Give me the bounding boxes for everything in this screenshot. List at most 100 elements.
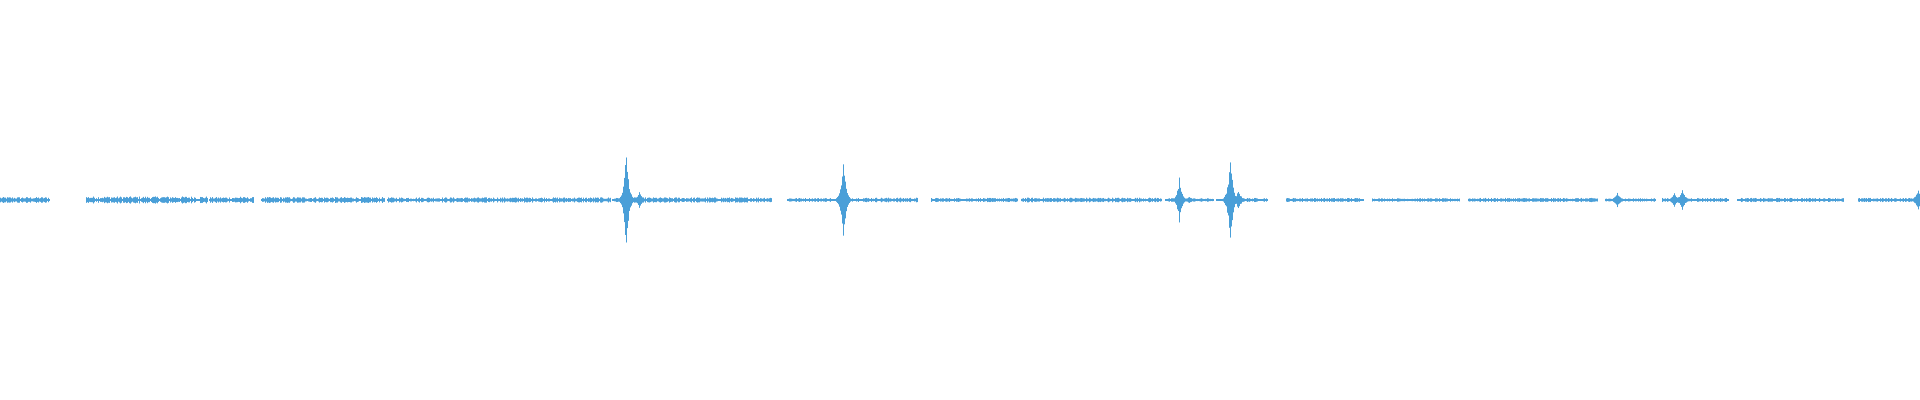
waveform-bar (888, 197, 889, 203)
waveform-bar (1012, 198, 1013, 202)
waveform-bar (1546, 198, 1547, 202)
waveform-bar (1484, 198, 1485, 202)
waveform-bar (1516, 199, 1517, 201)
waveform-bar (748, 199, 749, 201)
waveform-bar (937, 198, 938, 202)
waveform-bar (1111, 199, 1112, 201)
waveform-bar (787, 199, 788, 201)
waveform-bar (1688, 198, 1689, 202)
waveform-bar (1286, 198, 1287, 202)
waveform-bar (1623, 199, 1624, 201)
waveform-bar (1301, 198, 1302, 202)
waveform-bar (389, 198, 390, 202)
waveform-bar (527, 197, 528, 203)
waveform-bar (271, 198, 272, 202)
waveform-bar (1005, 198, 1006, 202)
waveform-bar (1074, 198, 1075, 202)
waveform-bar (1472, 198, 1473, 202)
waveform-bar (1038, 198, 1039, 202)
waveform-bar (1887, 198, 1888, 202)
waveform-bar (421, 197, 422, 203)
waveform-bar (1723, 199, 1724, 201)
waveform-bar (1448, 199, 1449, 201)
waveform-bar (1200, 198, 1201, 202)
waveform-bar (419, 197, 420, 203)
waveform-bar (573, 198, 574, 202)
waveform-bar (730, 198, 731, 202)
waveform-bar (891, 198, 892, 202)
waveform-bar (1531, 199, 1532, 201)
waveform-bar (1239, 193, 1240, 207)
waveform-bar (1331, 198, 1332, 202)
waveform-bar (320, 198, 321, 202)
waveform-bar (446, 197, 447, 203)
waveform-bar (1639, 198, 1640, 202)
waveform-bar (1502, 198, 1503, 202)
waveform-bar (1442, 198, 1443, 202)
waveform-bar (253, 197, 254, 203)
waveform-bar (640, 194, 641, 206)
waveform-bar (1503, 198, 1504, 202)
waveform-bar (244, 197, 245, 203)
waveform-bar (594, 198, 595, 202)
waveform-bar (9, 197, 10, 203)
waveform-bar (609, 198, 610, 202)
waveform-bar (1879, 199, 1880, 201)
waveform-bar (1635, 198, 1636, 202)
waveform-bar (1707, 198, 1708, 202)
waveform-bar (1106, 199, 1107, 201)
waveform-bar (1387, 198, 1388, 202)
waveform-bar (841, 185, 842, 215)
waveform-bar (940, 198, 941, 202)
waveform-bar (1832, 198, 1833, 202)
waveform-bar (1556, 199, 1557, 201)
waveform-bar (504, 197, 505, 203)
waveform-bar (1491, 197, 1492, 203)
waveform-bar (487, 199, 488, 201)
waveform-bar (1648, 199, 1649, 201)
waveform-bar (1039, 198, 1040, 202)
waveform-bar (1316, 198, 1317, 202)
waveform-bar (1571, 199, 1572, 201)
waveform-bar (743, 198, 744, 202)
waveform-bar (97, 199, 98, 201)
waveform-bar (1068, 199, 1069, 201)
waveform-bar (1153, 199, 1154, 201)
waveform-bar (670, 197, 671, 203)
waveform-bar (1138, 199, 1139, 201)
waveform-bar (1756, 198, 1757, 202)
waveform-bar (639, 192, 640, 208)
waveform-bar (800, 198, 801, 202)
waveform-bar (1888, 197, 1889, 203)
waveform-bar (1013, 198, 1014, 202)
waveform-bar (489, 197, 490, 203)
waveform-bar (294, 197, 295, 203)
waveform-bar (1588, 198, 1589, 202)
waveform-bar (1534, 198, 1535, 202)
waveform-bar (597, 197, 598, 203)
waveform-bar (986, 198, 987, 202)
waveform-bar (1339, 198, 1340, 202)
waveform-bar (360, 199, 361, 201)
waveform-bar (1180, 187, 1181, 213)
waveform-bar (1554, 198, 1555, 202)
waveform-bar (199, 199, 200, 201)
waveform-bar (1794, 198, 1795, 202)
waveform-bar (1253, 198, 1254, 202)
waveform-bar (18, 197, 19, 203)
waveform-bar (1862, 198, 1863, 202)
waveform-bar (1884, 199, 1885, 201)
waveform-bar (525, 198, 526, 202)
waveform-bar (936, 197, 937, 203)
waveform-bar (1147, 199, 1148, 201)
waveform-bar (1719, 198, 1720, 202)
waveform-bar (1194, 198, 1195, 202)
waveform-bar (213, 198, 214, 202)
waveform-bar (749, 199, 750, 201)
waveform-bar (1236, 196, 1237, 204)
waveform-bar (478, 197, 479, 203)
waveform-bar (422, 197, 423, 203)
waveform-bar (1897, 199, 1898, 201)
waveform-bar (12, 197, 13, 203)
waveform-bar (32, 198, 33, 202)
